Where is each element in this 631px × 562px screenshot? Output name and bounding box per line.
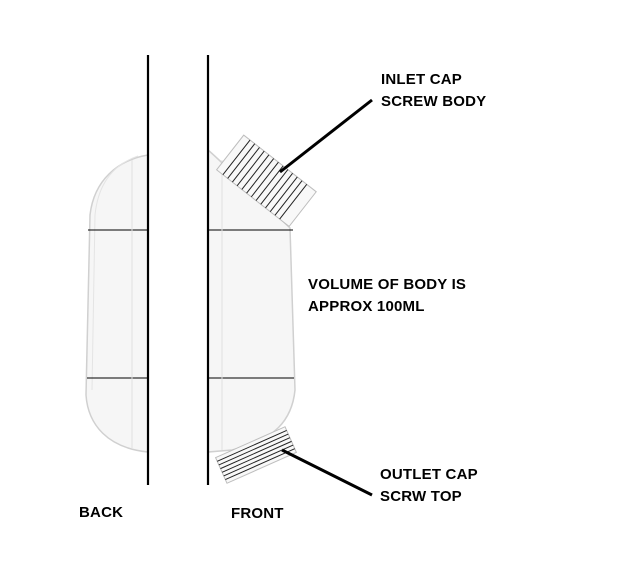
volume-label-line2: APPROX 100ML	[308, 298, 425, 315]
back-label: BACK	[79, 504, 124, 521]
inlet-label-line2: SCREW BODY	[381, 93, 487, 110]
volume-label-line1: VOLUME OF BODY IS	[308, 276, 467, 293]
outlet-leader-line	[281, 448, 373, 497]
outlet-label: OUTLET CAP SCRW TOP	[380, 464, 478, 508]
front-label: FRONT	[231, 505, 284, 522]
inlet-leader-line	[279, 98, 373, 174]
inlet-label-line1: INLET CAP	[381, 71, 462, 88]
inlet-label: INLET CAP SCREW BODY	[381, 69, 486, 113]
outlet-screw-threads	[214, 426, 298, 484]
outlet-label-line2: SCRW TOP	[380, 488, 462, 505]
back-view-body	[85, 154, 149, 453]
inlet-screw-threads	[215, 134, 317, 228]
volume-label: VOLUME OF BODY IS APPROX 100ML	[308, 274, 466, 318]
outlet-label-line1: OUTLET CAP	[380, 466, 478, 483]
